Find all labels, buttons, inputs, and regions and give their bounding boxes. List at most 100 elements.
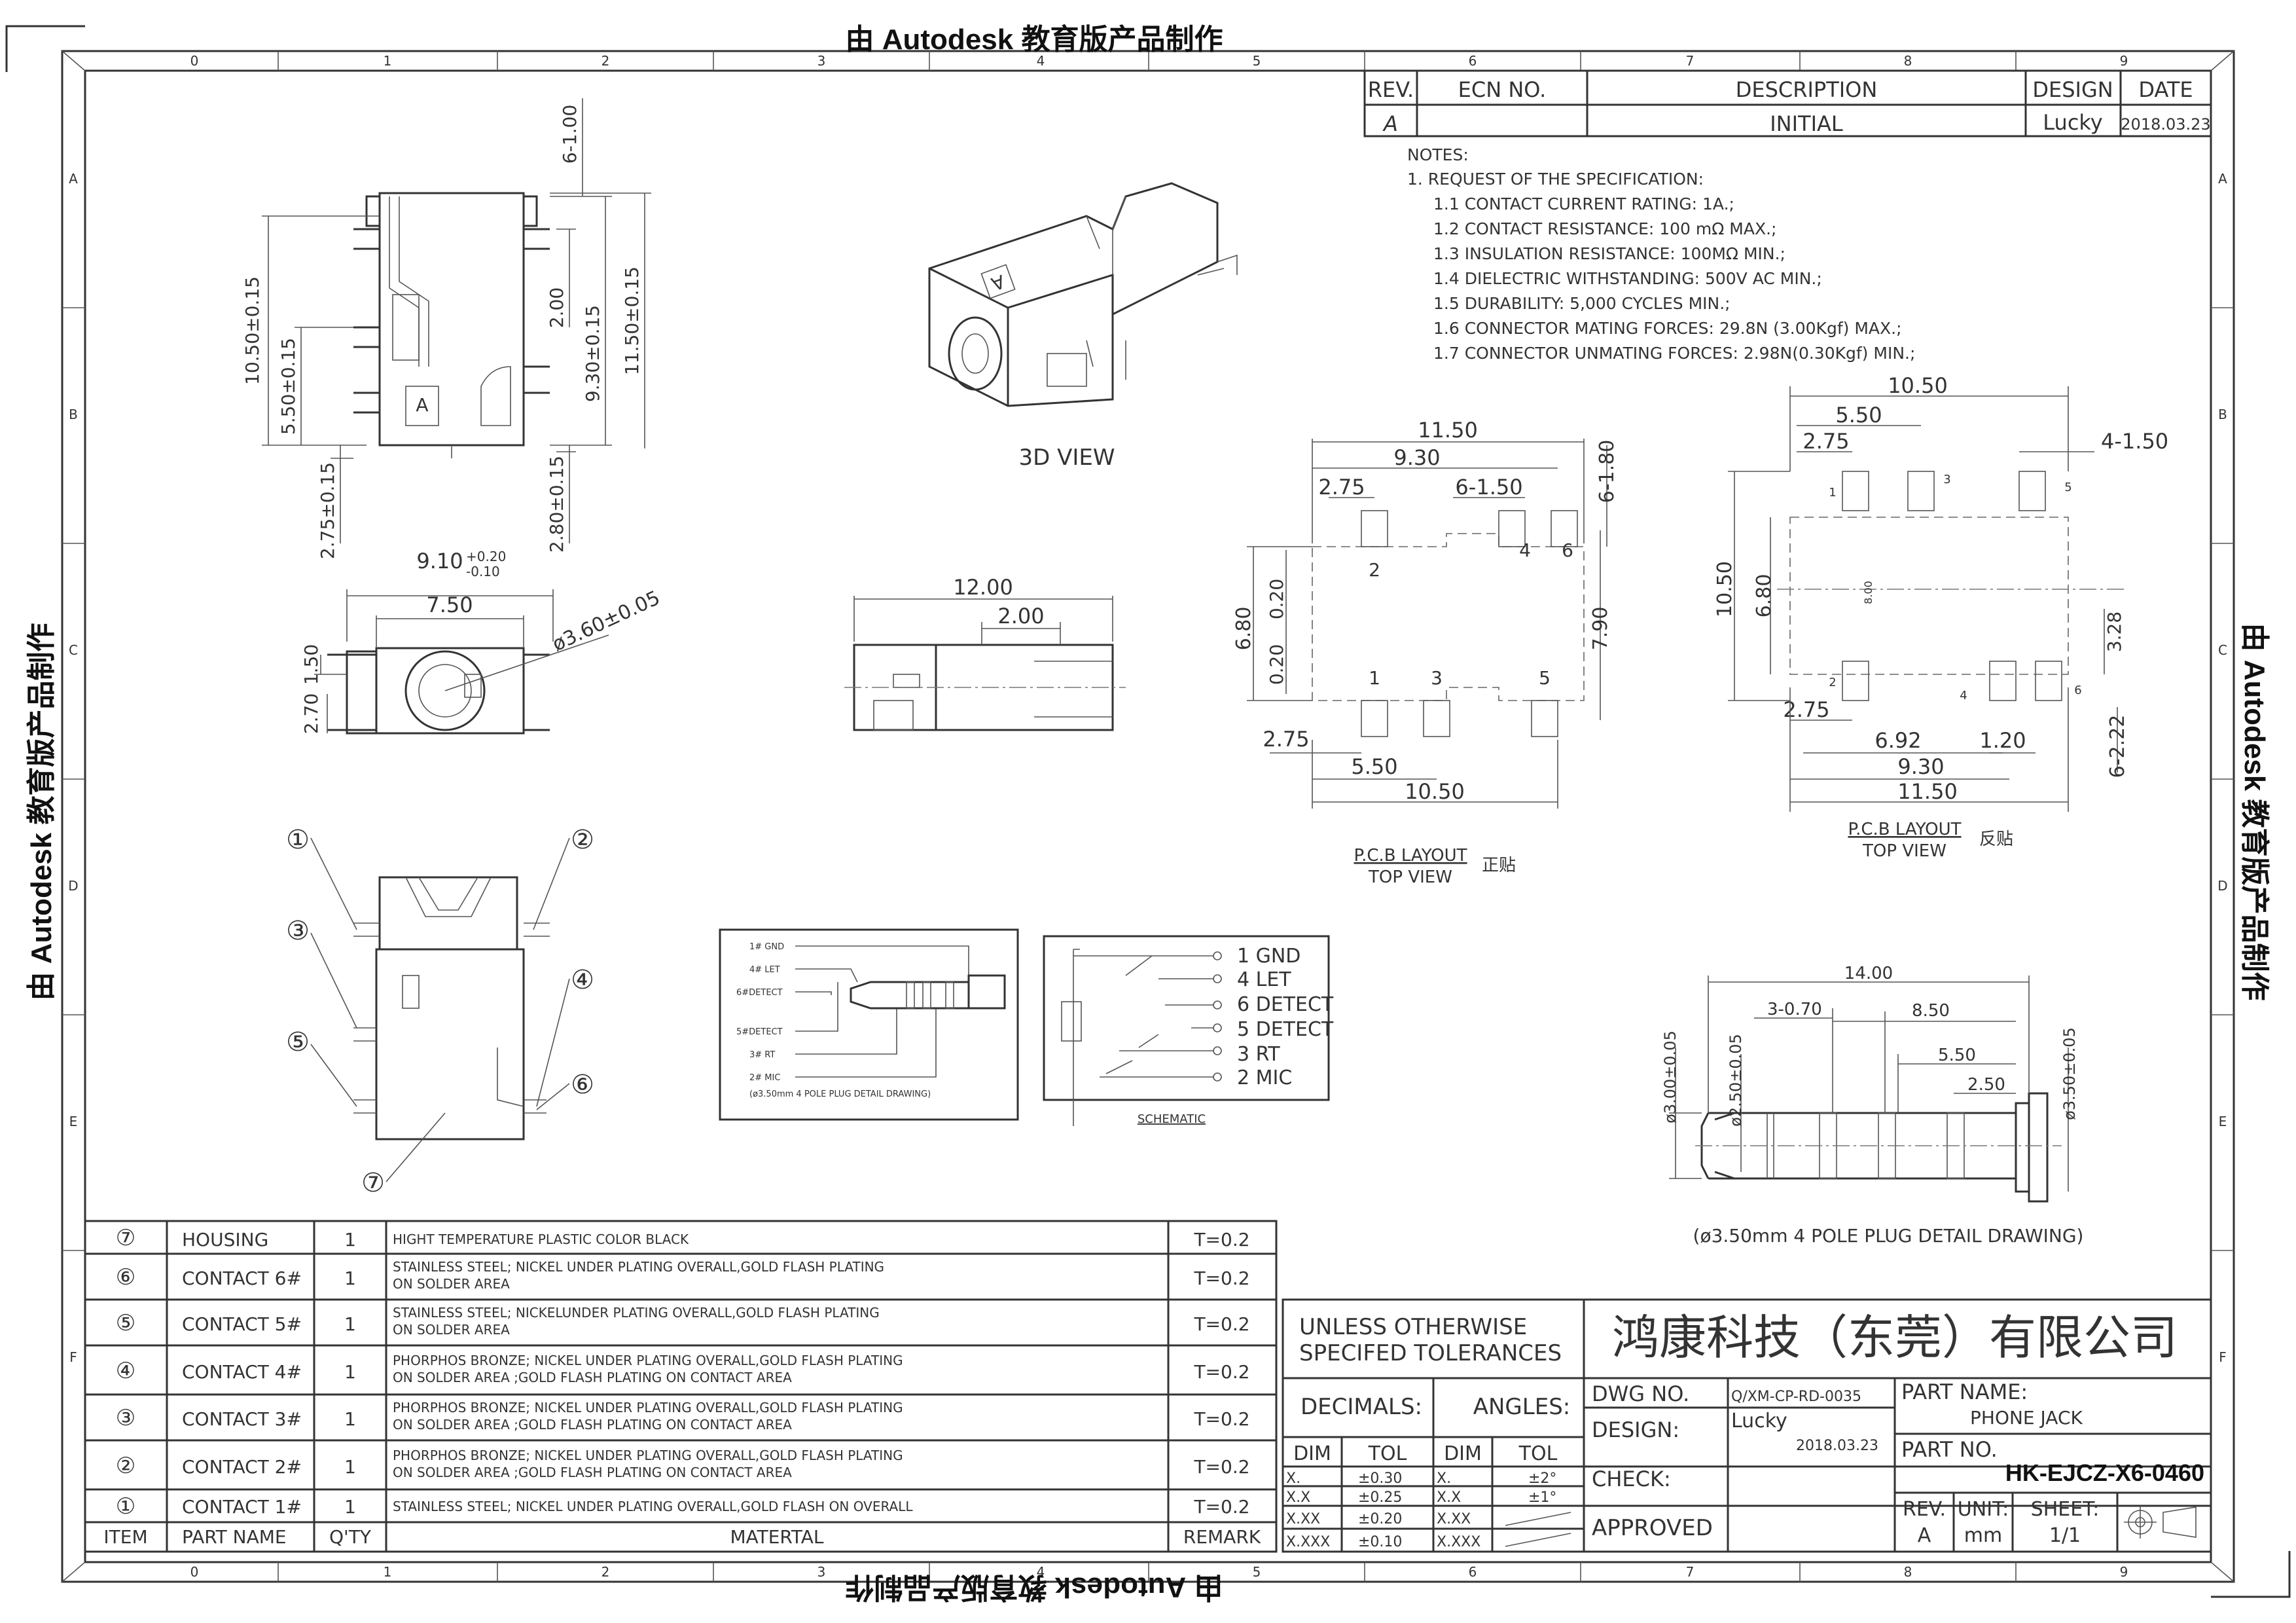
svg-text:⑤: ⑤ (116, 1310, 135, 1336)
svg-text:ON SOLDER AREA: ON SOLDER AREA (393, 1322, 510, 1338)
corner-mark (2211, 1551, 2291, 1598)
svg-text:1: 1 (344, 1313, 356, 1335)
svg-text:12.00: 12.00 (953, 575, 1013, 600)
svg-text:2.50: 2.50 (1967, 1075, 2005, 1095)
table-row: ⑥ CONTACT 6# 1 STAINLESS STEEL; NICKEL U… (116, 1259, 1250, 1292)
svg-text:11.50±0.15: 11.50±0.15 (621, 266, 643, 375)
svg-text:1: 1 (344, 1456, 356, 1478)
svg-text:ON SOLDER AREA: ON SOLDER AREA (393, 1276, 510, 1292)
svg-text:SCHEMATIC: SCHEMATIC (1138, 1112, 1206, 1126)
svg-text:E: E (69, 1114, 78, 1129)
svg-text:X.XX: X.XX (1437, 1511, 1471, 1527)
svg-text:X.: X. (1286, 1470, 1300, 1487)
svg-text:6.80: 6.80 (1232, 607, 1255, 651)
svg-text:反贴: 反贴 (1979, 830, 2013, 849)
svg-text:F: F (2219, 1349, 2227, 1365)
svg-text:4: 4 (1960, 689, 1967, 702)
svg-text:14.00: 14.00 (1844, 964, 1893, 983)
table-row: ⑤ CONTACT 5# 1 STAINLESS STEEL; NICKELUN… (116, 1305, 1250, 1338)
svg-text:4: 4 (1037, 1564, 1045, 1580)
svg-text:1: 1 (384, 1564, 392, 1580)
svg-text:INITIAL: INITIAL (1770, 111, 1843, 136)
table-row: ② CONTACT 2# 1 PHORPHOS BRONZE; NICKEL U… (116, 1448, 1250, 1480)
svg-text:T=0.2: T=0.2 (1193, 1313, 1249, 1335)
svg-text:SPECIFED TOLERANCES: SPECIFED TOLERANCES (1299, 1340, 1562, 1366)
svg-text:5.50: 5.50 (1835, 403, 1882, 428)
svg-text:P.C.B LAYOUT: P.C.B LAYOUT (1354, 846, 1467, 866)
svg-text:3-0.70: 3-0.70 (1767, 1000, 1822, 1019)
svg-text:2.75: 2.75 (1783, 697, 1829, 722)
svg-text:T=0.2: T=0.2 (1193, 1267, 1249, 1289)
svg-text:9: 9 (2120, 1564, 2128, 1580)
svg-text:3# RT: 3# RT (749, 1050, 775, 1060)
svg-text:PHORPHOS BRONZE; NICKEL UNDER: PHORPHOS BRONZE; NICKEL UNDER PLATING OV… (393, 1400, 903, 1415)
svg-text:A: A (69, 171, 78, 187)
svg-text:2.75: 2.75 (1263, 727, 1309, 752)
svg-text:ø2.50±0.05: ø2.50±0.05 (1727, 1034, 1745, 1127)
svg-text:6#DETECT: 6#DETECT (736, 988, 783, 998)
balloon-1: ① (286, 825, 310, 855)
svg-text:0: 0 (190, 53, 199, 69)
svg-text:1. REQUEST OF THE SPECIFICATIO: 1. REQUEST OF THE SPECIFICATION: (1407, 170, 1704, 189)
svg-text:ON SOLDER AREA ;GOLD FLASH PLA: ON SOLDER AREA ;GOLD FLASH PLATING ON CO… (393, 1370, 792, 1385)
outer-frame (61, 50, 2235, 1583)
svg-text:1/1: 1/1 (2049, 1524, 2081, 1547)
svg-text:B: B (2218, 407, 2227, 422)
svg-text:7.90: 7.90 (1589, 607, 1612, 651)
svg-text:1: 1 (1829, 486, 1836, 500)
svg-text:5 DETECT: 5 DETECT (1237, 1018, 1334, 1041)
view-3d: A 3D VIEW (928, 182, 1238, 471)
svg-text:3: 3 (1943, 473, 1950, 486)
svg-text:1.2 CONTACT RESISTANCE: 100 mΩ: 1.2 CONTACT RESISTANCE: 100 mΩ MAX.; (1433, 219, 1776, 238)
svg-text:4: 4 (1037, 53, 1045, 69)
svg-text:±0.25: ±0.25 (1358, 1489, 1402, 1506)
svg-text:P.C.B LAYOUT: P.C.B LAYOUT (1848, 820, 1961, 839)
svg-text:CONTACT 2#: CONTACT 2# (182, 1456, 302, 1478)
svg-text:ON SOLDER AREA ;GOLD FLASH PLA: ON SOLDER AREA ;GOLD FLASH PLATING ON CO… (393, 1465, 792, 1480)
svg-text:PART NAME: PART NAME (182, 1526, 287, 1548)
side-view: 9.10 +0.20 -0.10 7.50 ø3.60±0.05 1.50 2.… (300, 549, 664, 735)
table-row: ① CONTACT 1# 1 STAINLESS STEEL; NICKEL U… (116, 1493, 1250, 1520)
svg-text:1: 1 (344, 1267, 356, 1289)
svg-text:2018.03.23: 2018.03.23 (1796, 1438, 1878, 1454)
svg-text:T=0.2: T=0.2 (1193, 1408, 1249, 1430)
svg-text:A: A (416, 394, 428, 416)
svg-text:5: 5 (2064, 481, 2072, 494)
svg-text:6-1.80: 6-1.80 (1596, 440, 1619, 503)
svg-text:F: F (69, 1349, 77, 1365)
svg-text:C: C (2218, 642, 2227, 658)
svg-text:MATERTAL: MATERTAL (730, 1526, 823, 1548)
svg-text:ITEM: ITEM (103, 1526, 147, 1548)
svg-text:5.50: 5.50 (1938, 1046, 1976, 1065)
svg-text:UNIT:: UNIT: (1958, 1498, 2009, 1521)
svg-text:X.XX: X.XX (1286, 1511, 1320, 1527)
front-view: A 10.50±0.15 5.50±0.15 2.75±0.15 2.00 9.… (242, 98, 651, 559)
table-header: ITEM PART NAME Q'TY MATERTAL REMARK (103, 1526, 1261, 1548)
svg-text:Lucky: Lucky (1731, 1410, 1787, 1432)
svg-text:Q/XM-CP-RD-0035: Q/XM-CP-RD-0035 (1731, 1389, 1861, 1405)
inner-frame (84, 69, 2212, 1563)
svg-text:DESIGN: DESIGN (2032, 77, 2113, 102)
watermark-bottom: 由 Autodesk 教育版产品制作 (846, 1571, 1223, 1603)
svg-text:⑦: ⑦ (116, 1225, 135, 1251)
svg-text:PHONE JACK: PHONE JACK (1970, 1407, 2083, 1429)
title-block: UNLESS OTHERWISE SPECIFED TOLERANCES 鸿康科… (1282, 1298, 2212, 1553)
svg-text:3: 3 (817, 1564, 826, 1580)
svg-text:+0.20: +0.20 (466, 549, 506, 564)
svg-text:2018.03.23: 2018.03.23 (2121, 115, 2210, 134)
svg-text:3 RT: 3 RT (1237, 1043, 1280, 1066)
balloon-2: ② (571, 825, 594, 855)
balloon-7: ⑦ (361, 1168, 385, 1198)
svg-text:1.7 CONNECTOR UNMATING FORCES:: 1.7 CONNECTOR UNMATING FORCES: 2.98N(0.3… (1433, 344, 1915, 363)
svg-text:9.30±0.15: 9.30±0.15 (582, 305, 603, 402)
svg-text:11.50: 11.50 (1897, 779, 1958, 804)
part-number: HK-EJCZ-X6-0460 (2005, 1459, 2204, 1486)
svg-text:6.80: 6.80 (1753, 574, 1776, 618)
svg-text:CONTACT 6#: CONTACT 6# (182, 1267, 302, 1289)
svg-text:5: 5 (1253, 1564, 1261, 1580)
svg-text:10.50: 10.50 (1888, 373, 1948, 398)
svg-text:6: 6 (1469, 1564, 1477, 1580)
svg-text:2: 2 (601, 53, 610, 69)
